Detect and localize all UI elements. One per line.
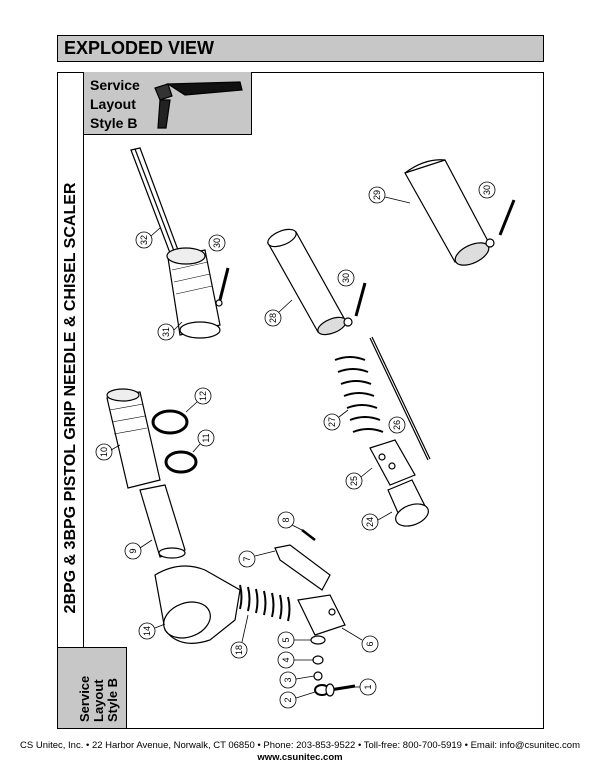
- end-cap-part: [387, 479, 429, 527]
- barrel-tube-part: [267, 228, 347, 336]
- svg-text:2: 2: [283, 697, 293, 702]
- chisel-holder-part: [166, 247, 221, 339]
- callout-27: 27: [323, 409, 349, 431]
- callout-30b: 30: [337, 269, 355, 287]
- svg-text:6: 6: [365, 641, 375, 646]
- tool-thumbnail-icon: [154, 81, 243, 129]
- svg-text:25: 25: [349, 476, 359, 486]
- callout-2: 2: [279, 691, 316, 709]
- ball-3-part: [313, 671, 323, 681]
- screw-part-middle: [343, 282, 367, 327]
- callout-1: 1: [350, 678, 377, 696]
- svg-text:10: 10: [99, 447, 109, 457]
- svg-text:11: 11: [201, 433, 211, 442]
- callout-25: 25: [345, 467, 373, 490]
- callout-4: 4: [277, 651, 313, 669]
- callout-30c: 30: [478, 181, 496, 199]
- bellows-hose-part: [239, 584, 291, 622]
- svg-text:18: 18: [234, 645, 244, 655]
- callout-29: 29: [368, 186, 411, 204]
- footer-website: www.csunitec.com: [257, 752, 343, 763]
- callout-32: 32: [135, 227, 161, 249]
- spring-part: [334, 356, 384, 433]
- piston-part: [369, 439, 416, 486]
- svg-text:3: 3: [283, 677, 293, 682]
- valve-housing-part: [297, 594, 346, 636]
- screw-part-left: [215, 267, 230, 307]
- valve-body-part: [139, 484, 186, 559]
- callout-30a: 30: [208, 234, 226, 252]
- svg-text:12: 12: [198, 391, 208, 401]
- o-ring-11-part: [164, 450, 198, 474]
- svg-text:4: 4: [281, 657, 291, 662]
- screw-1-part: [325, 683, 356, 697]
- header-bar: EXPLODED VIEW: [57, 35, 544, 62]
- service-line: Service: [90, 77, 140, 93]
- callout-8: 8: [277, 511, 303, 531]
- side-service-layout-box: Service Layout Style B: [57, 647, 127, 729]
- svg-text:1: 1: [363, 684, 373, 689]
- svg-text:24: 24: [365, 517, 375, 527]
- svg-text:32: 32: [139, 235, 149, 245]
- svg-text:9: 9: [128, 548, 138, 553]
- seal-5-part: [310, 635, 326, 645]
- footer-contact: CS Unitec, Inc. • 22 Harbor Avenue, Norw…: [20, 740, 580, 751]
- svg-text:8: 8: [281, 517, 291, 522]
- o-ring-12-part: [151, 409, 189, 435]
- spring-4-part: [312, 655, 324, 665]
- svg-text:7: 7: [242, 556, 252, 561]
- callout-12: 12: [185, 387, 212, 413]
- style-line: Style B: [90, 115, 138, 131]
- page-title: EXPLODED VIEW: [64, 38, 215, 58]
- pin-8-part: [301, 529, 316, 541]
- svg-text:5: 5: [281, 637, 291, 642]
- service-layout-label: Service Layout Style B: [90, 76, 140, 133]
- svg-text:29: 29: [372, 190, 382, 200]
- svg-text:30: 30: [212, 238, 222, 248]
- callout-7: 7: [238, 550, 276, 568]
- svg-text:27: 27: [327, 417, 337, 427]
- cover-tube-part: [404, 159, 491, 266]
- callout-26: 26: [388, 416, 406, 434]
- needles-part: [369, 336, 431, 461]
- callout-10: 10: [95, 443, 121, 461]
- callout-24: 24: [361, 511, 393, 531]
- cylinder-part: [106, 388, 161, 489]
- svg-text:30: 30: [341, 273, 351, 283]
- svg-text:28: 28: [268, 313, 278, 323]
- svg-text:30: 30: [482, 185, 492, 195]
- callout-28: 28: [264, 299, 293, 327]
- callout-11: 11: [192, 429, 215, 453]
- callout-9: 9: [124, 539, 153, 560]
- callout-14: 14: [138, 622, 166, 640]
- svg-text:14: 14: [142, 626, 152, 636]
- callout-6: 6: [341, 627, 379, 653]
- svg-text:31: 31: [161, 327, 171, 337]
- callout-5: 5: [277, 631, 311, 649]
- svg-text:26: 26: [392, 420, 402, 430]
- screw-part-right: [485, 199, 516, 248]
- callout-31: 31: [157, 321, 183, 341]
- trigger-lever-part: [274, 544, 331, 591]
- layout-line: Layout: [90, 96, 136, 112]
- callout-18: 18: [230, 614, 249, 659]
- handle-part: [154, 565, 241, 644]
- callout-3: 3: [279, 671, 315, 689]
